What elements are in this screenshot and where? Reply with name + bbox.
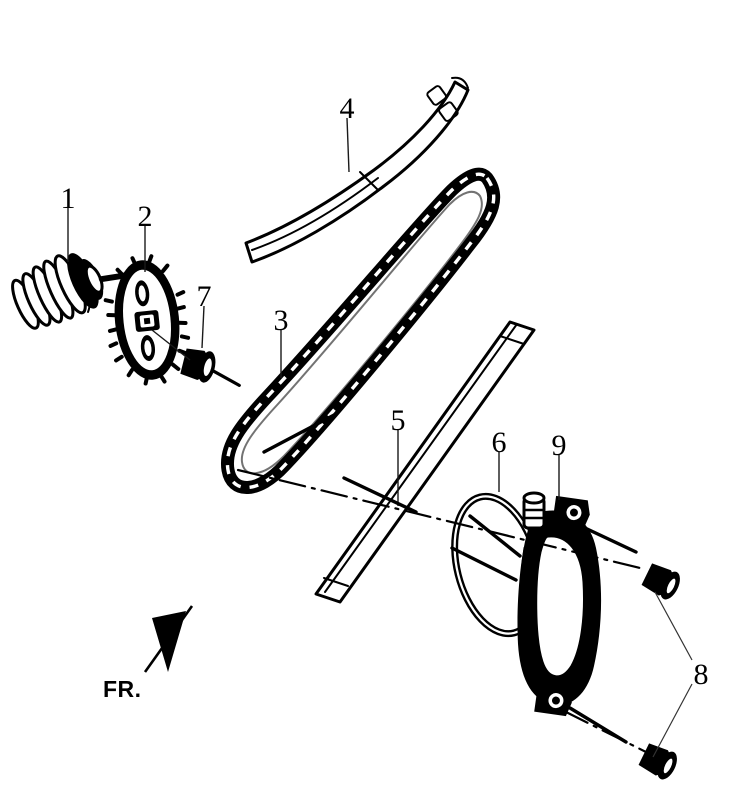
part-chain-guide-upper[interactable]	[244, 76, 470, 264]
callout-3[interactable]: 3	[274, 304, 289, 337]
callout-9[interactable]: 9	[552, 429, 567, 462]
callout-2[interactable]: 2	[138, 200, 153, 233]
callout-numbers: 1 2 3 4 5 6 7 8 9	[61, 92, 709, 691]
callout-1[interactable]: 1	[61, 182, 76, 215]
part-cam-chain[interactable]	[220, 167, 501, 494]
part-camshaft[interactable]	[6, 234, 132, 336]
callout-4[interactable]: 4	[340, 92, 355, 125]
callout-8[interactable]: 8	[694, 658, 709, 691]
part-cam-chain-tensioner[interactable]	[517, 491, 602, 717]
part-tensioner-mount-bolt-upper[interactable]	[640, 561, 684, 603]
part-tensioner-mount-bolt-lower[interactable]	[637, 741, 681, 783]
assembly-axis-line	[236, 468, 648, 754]
front-direction-marker: FR.	[103, 605, 194, 702]
part-sprocket-bolt[interactable]	[151, 329, 246, 391]
callout-5[interactable]: 5	[391, 404, 406, 437]
part-chain-tensioner-slider[interactable]	[314, 320, 536, 604]
fr-label: FR.	[103, 676, 142, 702]
pointer-arrows	[262, 412, 638, 744]
leader-lines	[67, 117, 693, 758]
callout-7[interactable]: 7	[197, 280, 212, 313]
part-cam-sprocket[interactable]	[102, 253, 193, 386]
callout-6[interactable]: 6	[492, 426, 507, 459]
